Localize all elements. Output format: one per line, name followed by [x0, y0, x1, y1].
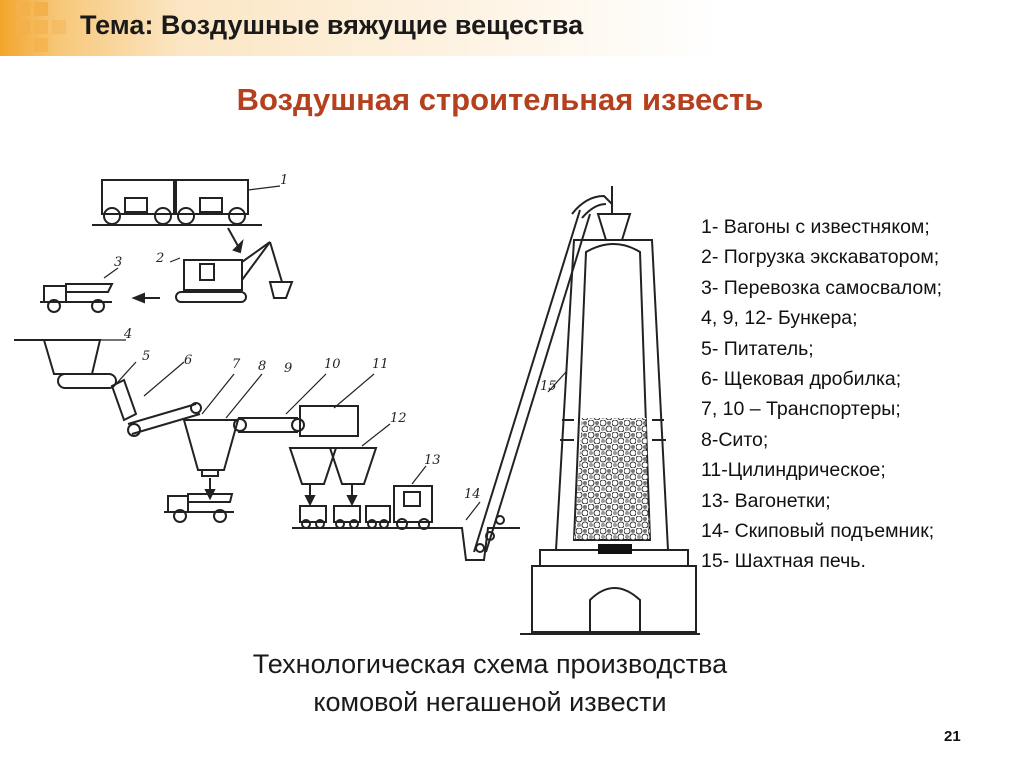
label-13: 13 — [424, 453, 441, 468]
legend-list: 1- Вагоны с известняком; 2- Погрузка экс… — [701, 212, 942, 577]
shaft-kiln-drawing — [520, 186, 700, 635]
label-12: 12 — [390, 411, 407, 426]
legend-item: 1- Вагоны с известняком; — [701, 216, 930, 238]
caption-line: комовой негашеной извести — [313, 687, 667, 717]
kiln-charge — [574, 418, 650, 540]
legend-item: 7, 10 – Транспортеры; — [701, 398, 901, 421]
diagram-caption: Технологическая схема производства комов… — [0, 645, 980, 721]
conveyor-drum-drawing — [233, 373, 375, 437]
legend-item: 11-Цилиндрическое; — [701, 459, 886, 482]
truck-under-sieve-drawing — [164, 493, 234, 523]
label-4: 4 — [123, 327, 132, 342]
corner-decoration — [34, 20, 48, 34]
label-11: 11 — [372, 357, 389, 372]
caption-line: Технологическая схема производства — [252, 649, 728, 679]
legend-item: 6- Щековая дробилка; — [701, 368, 902, 391]
legend-item: 4, 9, 12- Бункера; — [701, 307, 858, 330]
legend-item: 5- Питатель; — [701, 337, 814, 360]
slide-subtitle: Воздушная строительная известь — [236, 82, 764, 117]
legend-item: 3- Перевозка самосвалом; — [701, 276, 943, 299]
kiln-grate — [598, 544, 632, 554]
label-1: 1 — [280, 173, 288, 188]
corner-decoration — [34, 38, 48, 52]
dump-truck-drawing — [40, 267, 119, 313]
corner-decoration — [16, 2, 30, 16]
label-8: 8 — [258, 359, 266, 374]
legend-item: 15- Шахтная печь. — [701, 550, 866, 573]
trolleys-drawing — [292, 465, 440, 530]
label-10: 10 — [324, 357, 341, 372]
legend-item: 2- Погрузка экскаватором; — [701, 246, 940, 269]
double-bunker-drawing — [288, 423, 391, 507]
feeder-crusher-drawing — [110, 361, 202, 437]
label-6: 6 — [184, 353, 192, 368]
slide-topic: Тема: Воздушные вяжущие вещества — [80, 10, 584, 40]
label-15: 15 — [540, 379, 557, 394]
excavator-drawing — [169, 241, 294, 303]
bunker-drawing — [14, 339, 126, 389]
label-14: 14 — [464, 487, 481, 502]
corner-decoration — [16, 20, 30, 34]
label-5: 5 — [142, 349, 150, 364]
label-2: 2 — [155, 251, 164, 266]
wagons-drawing — [92, 179, 281, 226]
legend-item: 8-Сито; — [701, 428, 769, 451]
header-bar — [0, 0, 1024, 56]
legend-item: 14- Скиповый подъемник; — [701, 520, 935, 543]
production-scheme-diagram: 1 2 3 4 5 6 7 8 9 10 11 12 13 14 15 — [14, 173, 700, 635]
label-3: 3 — [114, 255, 122, 270]
label-9: 9 — [284, 361, 292, 376]
corner-decoration — [34, 2, 48, 16]
page-number: 21 — [944, 728, 961, 745]
sieve-hopper-drawing — [182, 373, 263, 477]
corner-decoration — [52, 20, 66, 34]
legend-item: 13- Вагонетки; — [701, 489, 831, 512]
label-7: 7 — [232, 357, 241, 372]
